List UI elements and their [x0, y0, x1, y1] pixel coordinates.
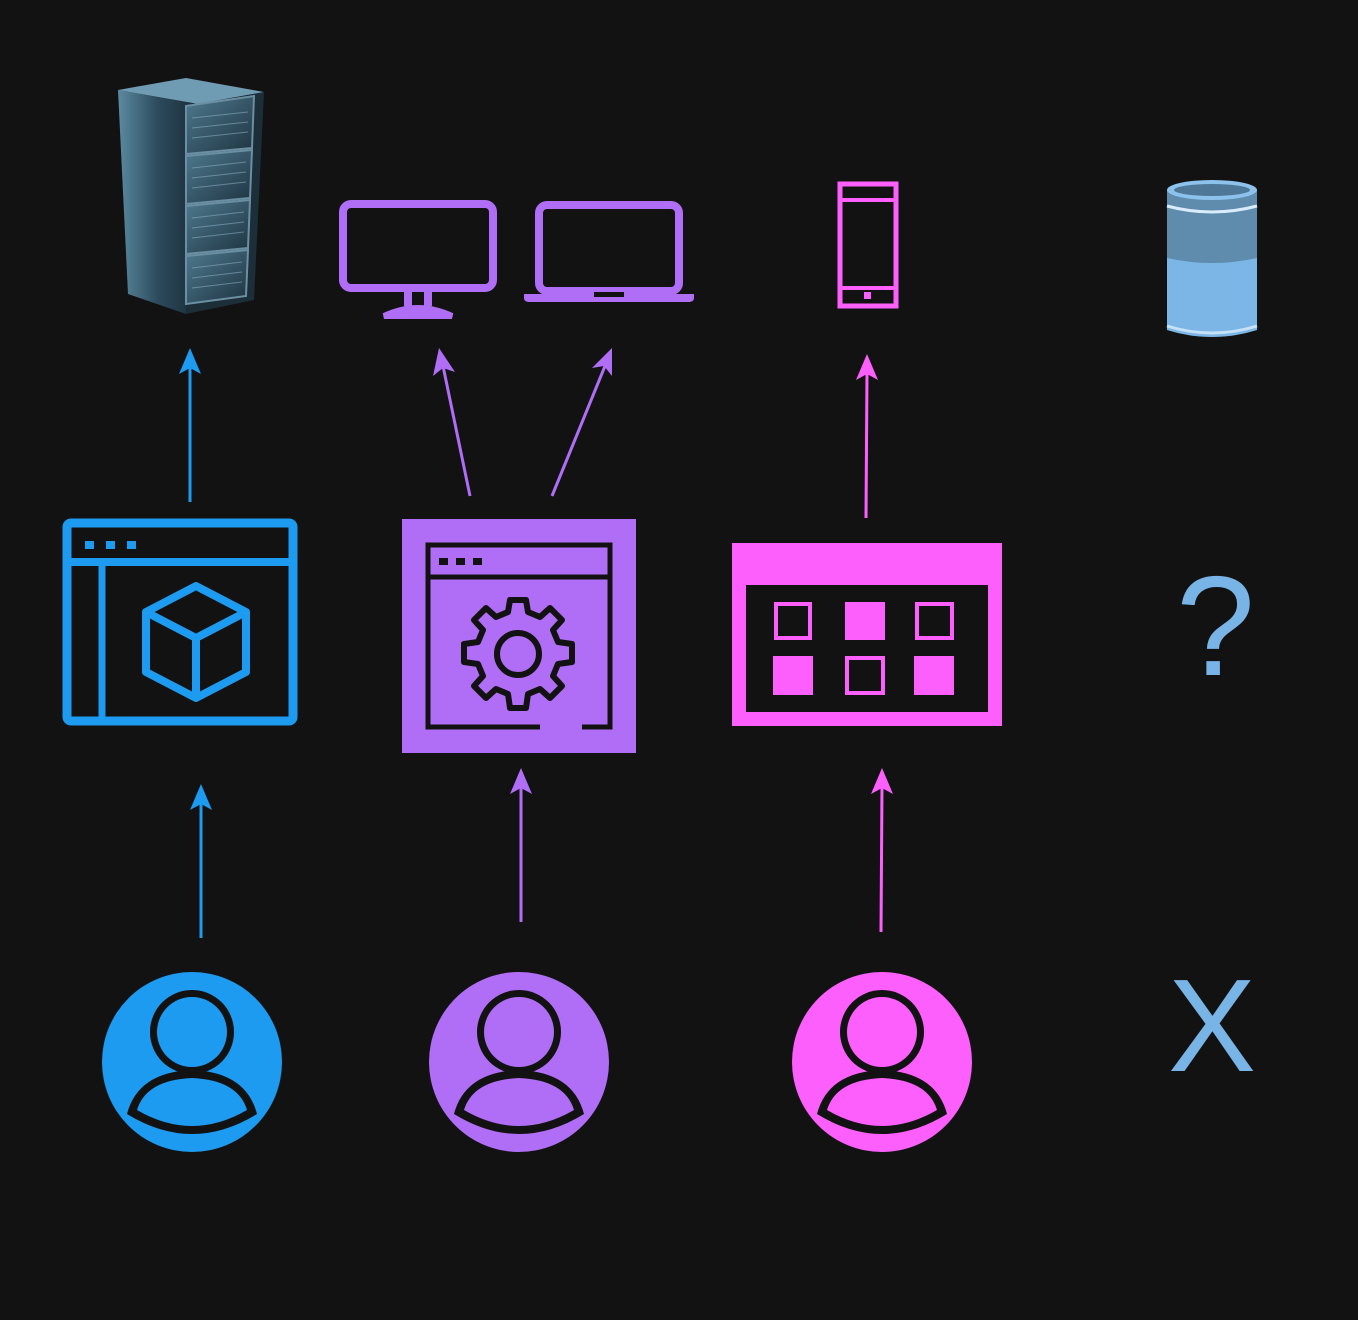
arrow-user-purple-to-settings-app	[510, 768, 532, 922]
app-grid-icon[interactable]	[732, 543, 1002, 726]
database-cylinder-icon	[1166, 180, 1258, 337]
user-avatar-icon-pink[interactable]	[792, 972, 972, 1152]
arrow-settings-app-to-laptop	[550, 348, 612, 497]
browser-cube-icon[interactable]	[62, 518, 298, 726]
desktop-monitor-icon	[339, 200, 497, 319]
arrow-user-pink-to-mobile-app	[871, 768, 893, 933]
smartphone-icon	[837, 181, 899, 309]
arrow-web-app-to-server	[179, 348, 201, 502]
question-mark-label: ?	[1176, 547, 1255, 706]
user-avatar-icon-purple[interactable]	[429, 972, 609, 1152]
laptop-icon	[524, 201, 694, 302]
server-rack-icon	[118, 78, 264, 314]
user-avatar-icon-blue[interactable]	[102, 972, 282, 1152]
arrow-settings-app-to-desktop	[433, 348, 472, 497]
gear-icon	[461, 597, 575, 711]
arrow-mobile-app-to-phone	[856, 354, 878, 519]
browser-gear-icon[interactable]	[402, 519, 636, 753]
arrow-user-blue-to-web-app	[190, 784, 212, 938]
x-mark-label: X	[1168, 952, 1257, 1099]
